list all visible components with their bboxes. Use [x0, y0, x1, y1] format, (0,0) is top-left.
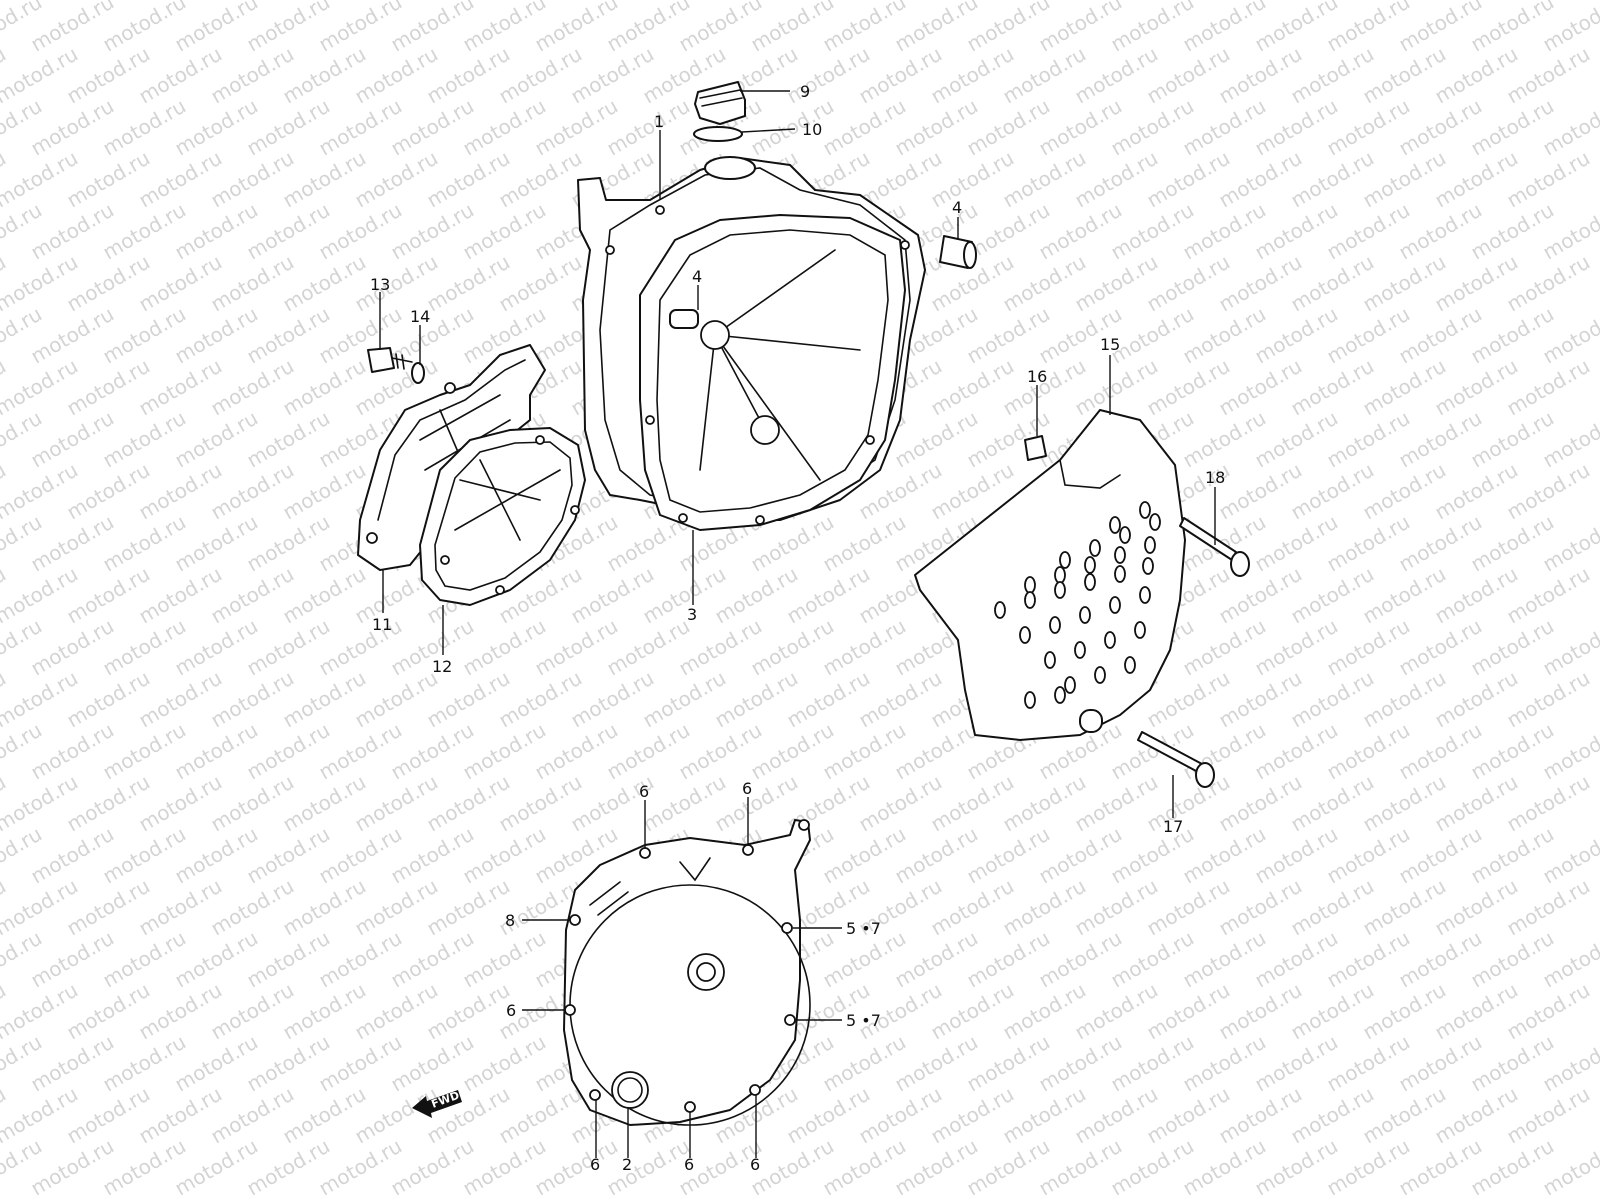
- protector-hole: [1054, 686, 1066, 704]
- protector-hole: [1074, 641, 1086, 659]
- protector-plate-assembly: [914, 409, 1250, 788]
- callout-14: 14: [410, 307, 430, 326]
- callout-4-dowel-outer: 4: [952, 198, 962, 217]
- callout-15: 15: [1100, 335, 1120, 354]
- protector-hole: [1024, 576, 1036, 594]
- small-cover-assembly: [357, 344, 586, 606]
- oil-filler-boss: [704, 156, 756, 180]
- protector-hole: [1114, 546, 1126, 564]
- callout-6-top-left: 6: [639, 782, 649, 801]
- callout-11: 11: [372, 615, 392, 634]
- protector-hole: [1059, 551, 1071, 569]
- protector-hole: [1024, 591, 1036, 609]
- protector-boss: [1079, 709, 1103, 733]
- callout-5-7-lower: 5 •7: [846, 1011, 881, 1030]
- clutch-cover-gasket: [639, 214, 906, 531]
- protector-hole: [1134, 621, 1146, 639]
- callout-9: 9: [800, 82, 810, 101]
- outer-cover: [563, 819, 811, 1126]
- protector-hole: [1019, 626, 1031, 644]
- protector-hole: [1049, 616, 1061, 634]
- callout-17: 17: [1163, 817, 1183, 836]
- protector-hole: [1084, 573, 1096, 591]
- callout-5-7-upper: 5 •7: [846, 919, 881, 938]
- protector-hole: [1149, 513, 1161, 531]
- bolt-18: [1179, 517, 1237, 561]
- callout-6-bottom-mid: 6: [684, 1155, 694, 1174]
- oil-filler-cap-group: [693, 81, 746, 142]
- protector-hole: [1084, 556, 1096, 574]
- callout-6-bottom-left: 6: [590, 1155, 600, 1174]
- callout-6-bottom-right: 6: [750, 1155, 760, 1174]
- protector-hole: [1089, 539, 1101, 557]
- bolt-13: [367, 347, 395, 373]
- washer-14: [411, 362, 425, 384]
- dowel-pin-outer-group: [939, 235, 977, 269]
- protector-plate: [914, 409, 1186, 741]
- protector-hole: [1079, 606, 1091, 624]
- callout-8: 8: [505, 911, 515, 930]
- protector-hole: [1139, 501, 1151, 519]
- protector-hole: [1109, 516, 1121, 534]
- protector-hole: [1142, 557, 1154, 575]
- callout-3: 3: [687, 605, 697, 624]
- protector-hole: [1024, 691, 1036, 709]
- o-ring: [693, 126, 743, 142]
- callouts: 1 2 3 4 4 5 •7 5 •7 6 6 6 6 6 6 8 9 10 1…: [370, 82, 1225, 1174]
- protector-hole: [1044, 651, 1056, 669]
- protector-hole: [1064, 676, 1076, 694]
- protector-hole: [1104, 631, 1116, 649]
- protector-hole: [1124, 656, 1136, 674]
- collar-16: [1024, 435, 1047, 461]
- leader-lines: [379, 90, 1216, 1158]
- callout-2: 2: [622, 1155, 632, 1174]
- protector-hole: [1119, 526, 1131, 544]
- protector-hole: [1144, 536, 1156, 554]
- callout-18: 18: [1205, 468, 1225, 487]
- dowel-pin-inner: [669, 309, 699, 329]
- protector-hole: [1139, 586, 1151, 604]
- callout-6-left: 6: [506, 1001, 516, 1020]
- callout-16: 16: [1027, 367, 1047, 386]
- protector-hole: [1109, 596, 1121, 614]
- protector-hole: [1054, 566, 1066, 584]
- bolt-washer-group: [367, 347, 425, 384]
- callout-1: 1: [654, 112, 664, 131]
- callout-6-top-right: 6: [742, 779, 752, 798]
- callout-12: 12: [432, 657, 452, 676]
- protector-hole: [994, 601, 1006, 619]
- protector-hole: [1094, 666, 1106, 684]
- protector-hole: [1054, 581, 1066, 599]
- clutch-cover-assembly: [577, 156, 926, 531]
- callout-13: 13: [370, 275, 390, 294]
- protector-holes: [994, 501, 1161, 709]
- callout-10: 10: [802, 120, 822, 139]
- protector-hole: [1114, 565, 1126, 583]
- callout-4-dowel-inner: 4: [692, 267, 702, 286]
